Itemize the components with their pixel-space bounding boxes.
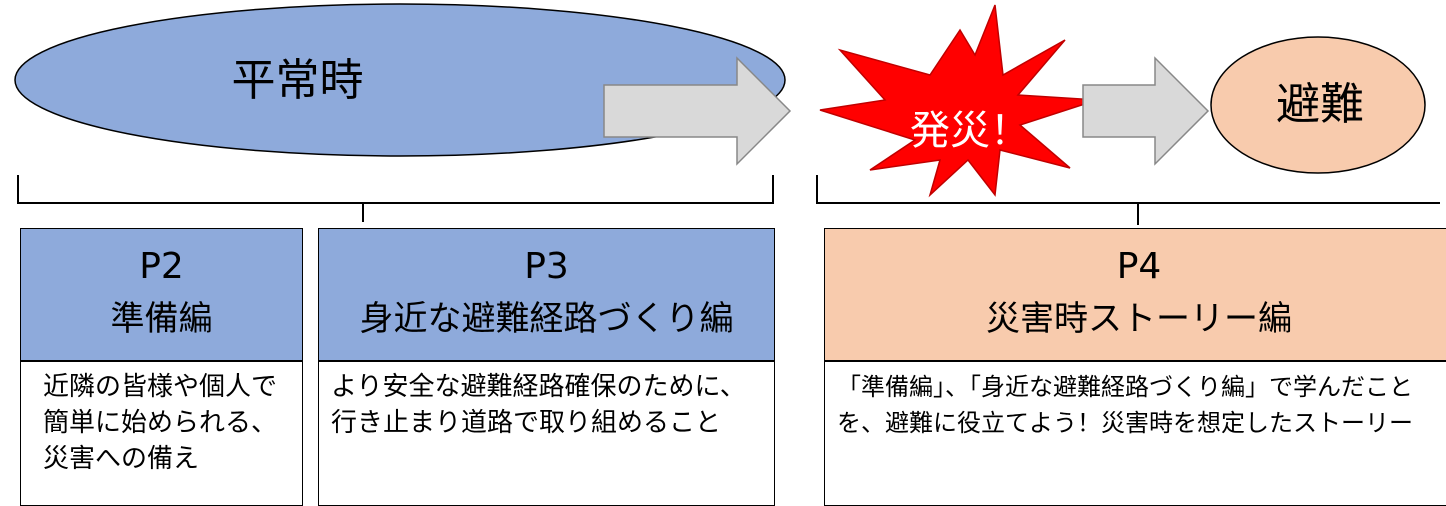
panel-p2-header: P2 準備編 [21, 229, 302, 360]
panel-p2-title: 準備編 [110, 299, 213, 339]
panel-p2-divider [21, 360, 302, 362]
arrow-right-2 [1082, 56, 1210, 166]
disaster-label: 発災！ [910, 108, 1030, 154]
panel-p2-page: P2 [139, 246, 184, 287]
panel-p3-description: より安全な避難経路確保のために、行き止まり道路で取り組めること [331, 372, 746, 438]
disaster-burst [819, 4, 1098, 198]
panel-p2-description: 近隣の皆様や個人で簡単に始められる、災害への備え [43, 372, 278, 474]
arrow-right-1 [603, 56, 792, 166]
panel-p3: P3 身近な避難経路づくり編 より安全な避難経路確保のために、行き止まり道路で取… [318, 228, 775, 506]
panel-p4-title: 災害時ストーリー編 [986, 299, 1292, 339]
bracket-normal [17, 175, 774, 204]
evac-ellipse [1210, 36, 1426, 174]
panel-p3-page: P3 [524, 246, 569, 287]
panel-p3-header: P3 身近な避難経路づくり編 [319, 229, 774, 360]
panel-p4-header: P4 災害時ストーリー編 [825, 229, 1446, 360]
panel-p3-divider [319, 360, 774, 362]
panel-p2: P2 準備編 近隣の皆様や個人で簡単に始められる、災害への備え [20, 228, 303, 506]
normal-label-bg [195, 52, 400, 107]
panel-p4: P4 災害時ストーリー編 「準備編」、「身近な避難経路づくり編」で学んだことを、… [824, 228, 1446, 506]
panel-p4-divider [825, 360, 1446, 362]
bracket-disaster [816, 175, 1440, 204]
normal-label: 平常時 [231, 55, 364, 106]
panel-p3-title: 身近な避難経路づくり編 [359, 299, 734, 339]
panel-p4-page: P4 [1116, 246, 1162, 287]
panel-p4-description: 「準備編」、「身近な避難経路づくり編」で学んだことを、避難に役立てよう！災害時を… [837, 373, 1413, 437]
evac-label: 避難 [1276, 79, 1364, 130]
